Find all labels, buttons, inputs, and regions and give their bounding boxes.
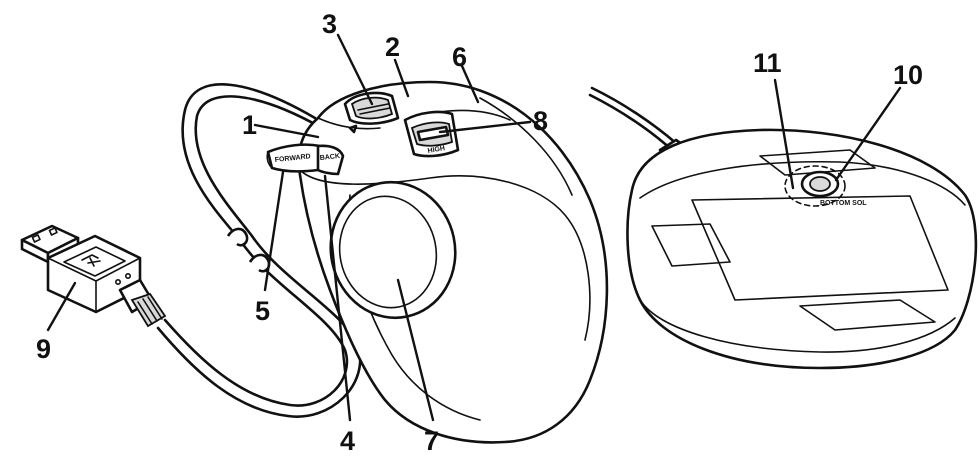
usb-connector bbox=[20, 224, 167, 328]
callout-3: 3 bbox=[322, 9, 337, 39]
callout-8: 8 bbox=[533, 106, 548, 136]
callout-9: 9 bbox=[36, 334, 51, 364]
back-label: BACK bbox=[319, 153, 340, 162]
callout-numbers: 1 2 3 4 5 6 7 8 9 10 11 bbox=[36, 9, 923, 456]
high-label: HIGH bbox=[427, 145, 445, 155]
leader-lines bbox=[46, 33, 902, 422]
callout-4: 4 bbox=[340, 426, 355, 456]
callout-10: 10 bbox=[893, 60, 923, 90]
optical-sensor: BOTTOM SOL bbox=[784, 165, 867, 207]
callout-7: 7 bbox=[424, 426, 439, 456]
side-buttons: FORWARD BACK bbox=[266, 143, 345, 176]
trackball-mouse: HIGH FORWARD BACK bbox=[266, 80, 609, 444]
callout-11: 11 bbox=[753, 48, 782, 78]
forward-label: FORWARD bbox=[274, 153, 311, 164]
scroll-wheel bbox=[343, 91, 400, 125]
callout-6: 6 bbox=[452, 42, 467, 72]
callout-5: 5 bbox=[255, 296, 270, 326]
mouse-underside: BOTTOM SOL bbox=[588, 86, 978, 370]
callout-2: 2 bbox=[385, 32, 400, 62]
callout-1: 1 bbox=[242, 110, 257, 140]
bottom-label: BOTTOM SOL bbox=[820, 200, 867, 207]
dpi-switch: HIGH bbox=[403, 110, 460, 158]
cable bbox=[156, 83, 362, 418]
